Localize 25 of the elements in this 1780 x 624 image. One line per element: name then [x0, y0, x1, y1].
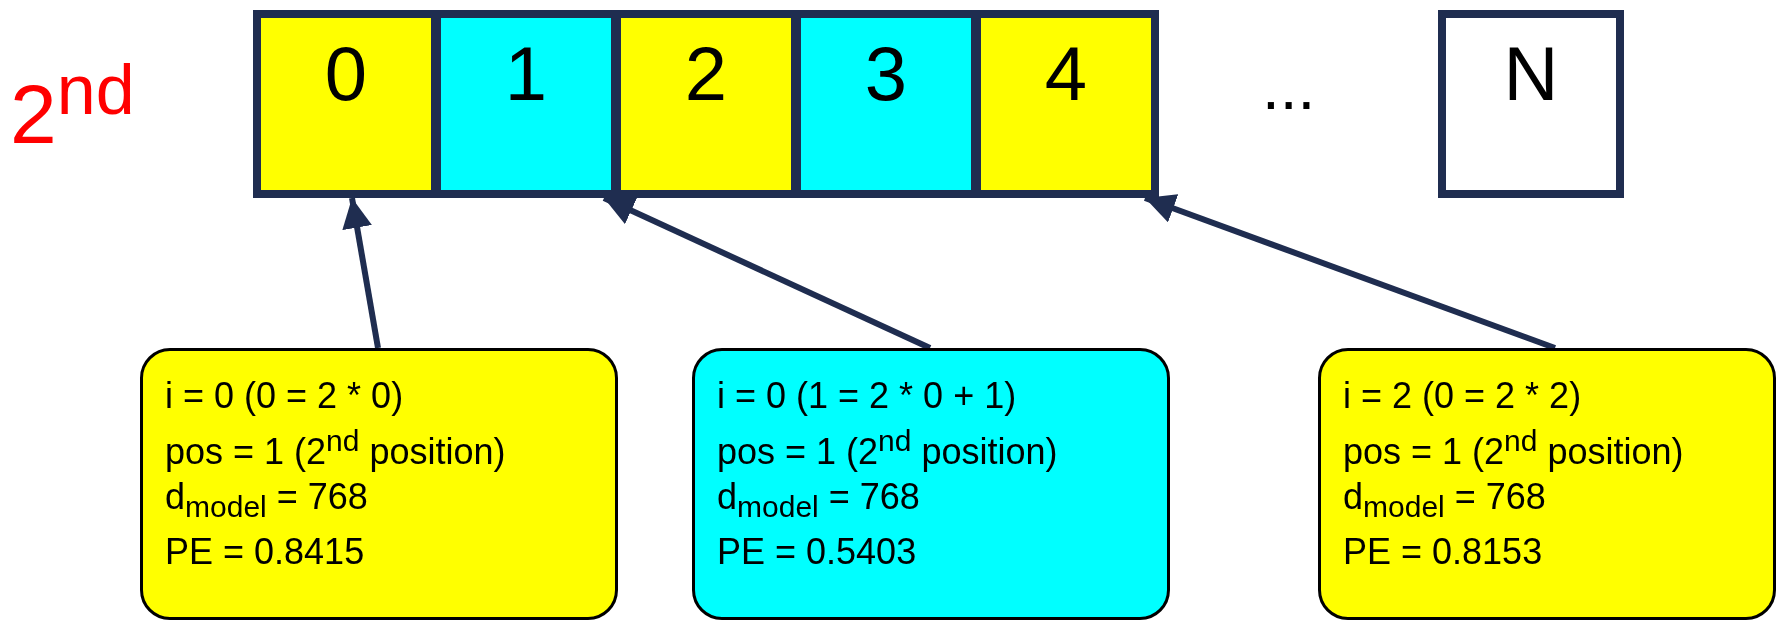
- ellipsis: ...: [1262, 50, 1316, 124]
- formula-text: i = 0 (0 = 2 * 0): [165, 374, 405, 418]
- formula-text: d$_{model}$ = 768: [717, 475, 921, 526]
- formula-text: pos = 1 (2$^{nd}$ position): [165, 423, 507, 474]
- index-number: N: [1503, 36, 1559, 112]
- index-number: 2: [684, 36, 728, 112]
- index-number: 1: [504, 36, 548, 112]
- info-box: [1318, 348, 1776, 620]
- info-box: [692, 348, 1170, 620]
- formula-text: PE = 0.5403: [717, 530, 918, 575]
- index-number: 0: [324, 36, 368, 112]
- index-number: 3: [864, 36, 908, 112]
- index-number: 4: [1044, 36, 1088, 112]
- arrow: [342, 197, 381, 349]
- formula-text: pos = 1 (2$^{nd}$ position): [717, 423, 1059, 474]
- formula-text: i = 2 (0 = 2 * 2): [1343, 374, 1583, 418]
- position-label: 2$^{nd}$: [10, 50, 135, 163]
- array-cell: [1438, 10, 1624, 198]
- formula-text: d$_{model}$ = 768: [165, 475, 369, 526]
- formula-text: d$_{model}$ = 768: [1343, 475, 1547, 526]
- info-box: [140, 348, 618, 620]
- formula-text: pos = 1 (2$^{nd}$ position): [1343, 423, 1685, 474]
- formula-text: i = 0 (1 = 2 * 0 + 1): [717, 374, 1018, 418]
- formula-text: PE = 0.8153: [1343, 530, 1544, 575]
- formula-text: PE = 0.8415: [165, 530, 366, 575]
